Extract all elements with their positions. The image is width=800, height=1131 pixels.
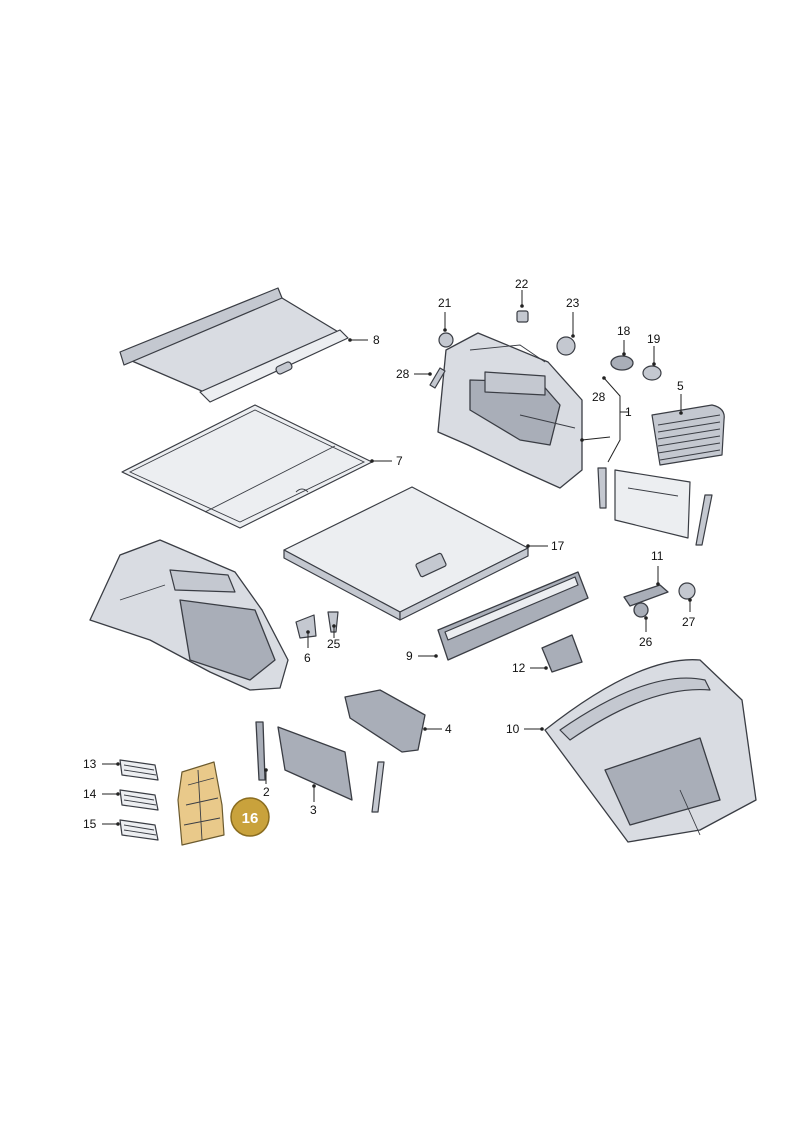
callout-2: 2 <box>263 785 270 799</box>
callout-23: 23 <box>566 296 580 310</box>
callout-9: 9 <box>406 649 413 663</box>
callout-labels: 8 7 17 21 22 23 18 19 5 28 28 1 11 27 26… <box>83 277 696 831</box>
callout-3: 3 <box>310 803 317 817</box>
part-10-tailgate-trim[interactable] <box>544 659 757 843</box>
callout-5: 5 <box>677 379 684 393</box>
callout-7: 7 <box>396 454 403 468</box>
callout-21: 21 <box>438 296 452 310</box>
callout-26: 26 <box>639 635 653 649</box>
part-21-clip[interactable] <box>438 332 454 348</box>
part-5-grille-panel[interactable] <box>651 404 725 466</box>
part-23-clip[interactable] <box>556 336 576 356</box>
part-11-handle[interactable] <box>623 584 669 607</box>
part-13-net[interactable] <box>119 759 159 781</box>
part-9-loading-sill[interactable] <box>437 571 589 661</box>
callout-12: 12 <box>512 661 526 675</box>
part-27-clip[interactable] <box>678 582 696 600</box>
part-6-bracket[interactable] <box>295 614 317 639</box>
part-side-trim-left[interactable] <box>89 539 289 691</box>
callout-10: 10 <box>506 722 520 736</box>
part-26-clip[interactable] <box>633 602 649 618</box>
callout-14: 14 <box>83 787 97 801</box>
part-15-net[interactable] <box>119 819 159 841</box>
callout-1: 1 <box>625 405 632 419</box>
highlight-badge-16[interactable]: 16 <box>230 797 270 837</box>
callout-13: 13 <box>83 757 97 771</box>
callout-6: 6 <box>304 651 311 665</box>
callout-27: 27 <box>682 615 696 629</box>
part-trim-strip-right[interactable] <box>695 494 713 546</box>
part-12-cover-cap[interactable] <box>541 634 583 673</box>
callout-22: 22 <box>515 277 529 291</box>
part-storage-cover-panel[interactable] <box>614 469 691 539</box>
part-18-cap[interactable] <box>610 355 634 371</box>
part-8-luggage-cover[interactable] <box>119 287 349 403</box>
part-2-trim-strip[interactable] <box>255 721 266 781</box>
part-4-side-panel[interactable] <box>344 689 426 753</box>
callout-15: 15 <box>83 817 97 831</box>
callout-25: 25 <box>327 637 341 651</box>
callout-28-left: 28 <box>396 367 410 381</box>
part-16-luggage-net[interactable] <box>177 761 225 846</box>
part-25-screw[interactable] <box>327 611 339 633</box>
part-17-loading-floor[interactable] <box>283 486 529 621</box>
part-1-side-trim-right[interactable] <box>437 332 583 489</box>
part-28-strip[interactable] <box>429 367 446 389</box>
part-trim-strip-left[interactable] <box>597 467 607 509</box>
part-14-net[interactable] <box>119 789 159 811</box>
part-7-floor-mat[interactable] <box>121 404 373 529</box>
badge-16-label: 16 <box>242 810 259 827</box>
callout-18: 18 <box>617 324 631 338</box>
callout-17: 17 <box>551 539 565 553</box>
callout-19: 19 <box>647 332 661 346</box>
callout-8: 8 <box>373 333 380 347</box>
leader-lines <box>102 290 692 826</box>
part-3-cover-panel[interactable] <box>277 726 353 801</box>
callout-4: 4 <box>445 722 452 736</box>
callout-11: 11 <box>651 549 664 563</box>
part-19-cap[interactable] <box>642 365 662 381</box>
part-22-clip[interactable] <box>516 310 529 323</box>
part-trim-strip-small[interactable] <box>371 761 385 813</box>
callout-28-right: 28 <box>592 390 606 404</box>
